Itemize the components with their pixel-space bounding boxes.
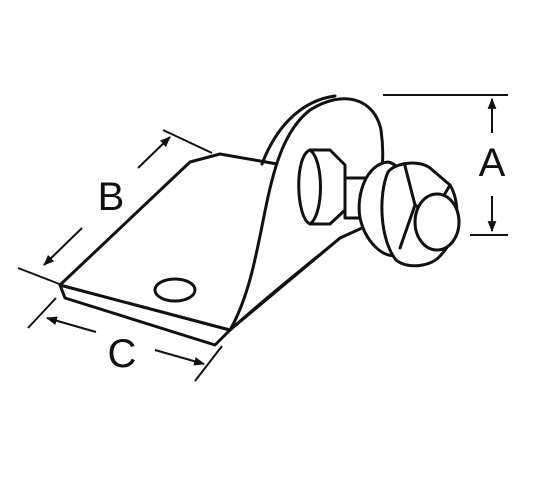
dimension-c-ext-left [27, 297, 57, 329]
nut-cap [413, 192, 461, 252]
dimension-c-arrow-left [45, 316, 97, 333]
dimension-b-ext-top [162, 129, 213, 154]
dimension-a-label: A [479, 141, 506, 185]
ear-inner-edge [260, 94, 337, 166]
dimension-c-arrow-right [154, 349, 206, 366]
mounting-hole [153, 277, 197, 303]
dimension-b-label: B [98, 175, 125, 219]
dimension-b-arrow-up [137, 136, 171, 169]
dimension-c-label: C [108, 332, 137, 376]
dimension-b-ext-bottom [17, 267, 63, 286]
dimension-b-arrow-down [43, 227, 83, 266]
dimension-c-ext-right [194, 345, 223, 382]
bolt-head-facet [308, 148, 322, 226]
